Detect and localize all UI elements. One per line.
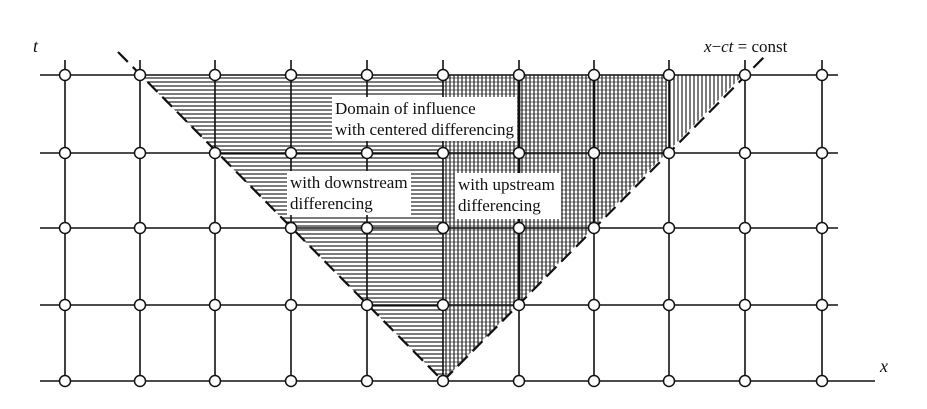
mesh-node-0-3 [284, 68, 298, 82]
x-axis-label: x [880, 356, 888, 376]
mesh-node-4-10 [815, 374, 829, 388]
mesh-node-2-3 [284, 221, 298, 235]
downstream-region-label: with downstream differencing [287, 171, 411, 215]
mesh-node-1-1 [133, 146, 147, 160]
eq-rest: = const [733, 37, 788, 56]
downstream-label-line1: with downstream [290, 173, 408, 192]
mesh-node-3-5 [436, 298, 450, 312]
mesh-node-4-5 [436, 374, 450, 388]
mesh-node-0-5 [436, 68, 450, 82]
eq-x: x [704, 37, 712, 56]
mesh-node-3-10 [815, 298, 829, 312]
t-axis-label: t [33, 36, 39, 56]
mesh-node-0-4 [360, 68, 374, 82]
mesh-node-1-8 [662, 146, 676, 160]
mesh-node-1-5 [436, 146, 450, 160]
mesh-node-0-2 [208, 68, 222, 82]
upstream-label-line2: differencing [458, 196, 541, 215]
mesh-node-3-7 [587, 298, 601, 312]
mesh-node-1-3 [284, 146, 298, 160]
upstream-region-label: with upstream differencing [455, 173, 561, 219]
mesh-node-2-5 [436, 221, 450, 235]
mesh-node-1-4 [360, 146, 374, 160]
mesh-node-2-2 [208, 221, 222, 235]
mesh-node-3-9 [738, 298, 752, 312]
centered-label-line1: Domain of influence [335, 99, 476, 118]
mesh-node-0-6 [512, 68, 526, 82]
mesh-node-4-7 [587, 374, 601, 388]
mesh-node-2-7 [587, 221, 601, 235]
mesh-node-1-2 [208, 146, 222, 160]
mesh-node-1-10 [815, 146, 829, 160]
mesh-node-0-9 [738, 68, 752, 82]
mesh-node-4-8 [662, 374, 676, 388]
mesh-node-0-1 [133, 68, 147, 82]
centered-region-label: Domain of influence with centered differ… [332, 97, 518, 141]
mesh-node-1-6 [512, 146, 526, 160]
mesh-node-2-1 [133, 221, 147, 235]
mesh-node-3-2 [208, 298, 222, 312]
eq-ct: ct [721, 37, 734, 56]
mesh-node-1-7 [587, 146, 601, 160]
mesh-node-4-0 [58, 374, 72, 388]
characteristic-equation: x−ct = const [704, 37, 787, 57]
mesh-node-3-0 [58, 298, 72, 312]
mesh-node-0-10 [815, 68, 829, 82]
mesh-node-2-0 [58, 221, 72, 235]
mesh-node-3-3 [284, 298, 298, 312]
mesh-node-4-1 [133, 374, 147, 388]
mesh-nodes [58, 68, 829, 388]
mesh-node-3-8 [662, 298, 676, 312]
mesh-node-3-6 [512, 298, 526, 312]
mesh-node-2-9 [738, 221, 752, 235]
eq-minus: − [711, 37, 722, 56]
mesh-node-2-8 [662, 221, 676, 235]
mesh-node-1-9 [738, 146, 752, 160]
characteristic-lines [117, 51, 769, 382]
upstream-label-line1: with upstream [458, 175, 555, 194]
mesh-node-0-8 [662, 68, 676, 82]
mesh-node-1-0 [58, 146, 72, 160]
mesh-node-0-7 [587, 68, 601, 82]
mesh-node-3-1 [133, 298, 147, 312]
centered-label-line2: with centered differencing [335, 120, 515, 139]
mesh-node-4-2 [208, 374, 222, 388]
mesh-node-2-10 [815, 221, 829, 235]
mesh-node-4-4 [360, 374, 374, 388]
mesh-node-4-3 [284, 374, 298, 388]
mesh-node-2-6 [512, 221, 526, 235]
mesh-node-3-4 [360, 298, 374, 312]
downstream-label-line2: differencing [290, 194, 373, 213]
mesh-node-0-0 [58, 68, 72, 82]
mesh-node-4-6 [512, 374, 526, 388]
mesh-node-4-9 [738, 374, 752, 388]
mesh-node-2-4 [360, 221, 374, 235]
